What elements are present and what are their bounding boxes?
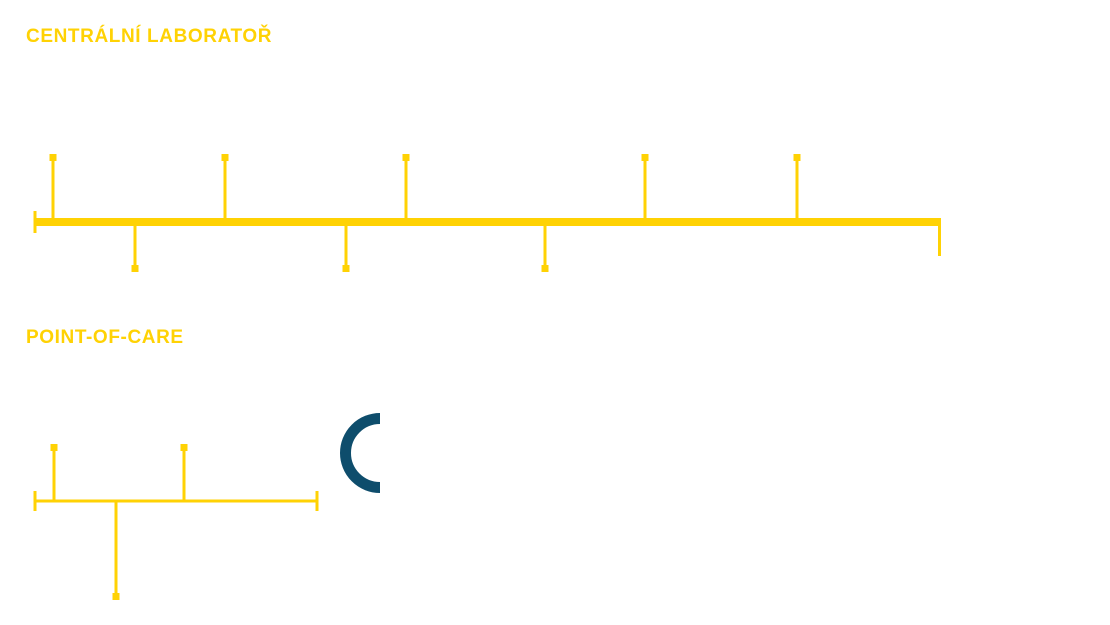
- timeline-right-end-descender: [938, 218, 941, 256]
- up-tick-marker: [49, 154, 57, 161]
- up-tick-marker: [402, 154, 410, 161]
- timeline-axis: [35, 499, 317, 503]
- down-tick-stem: [133, 222, 137, 265]
- up-tick-stem: [182, 451, 186, 501]
- timeline-axis: [35, 218, 941, 226]
- up-tick-stem: [51, 161, 55, 222]
- down-tick-marker: [342, 265, 350, 272]
- down-tick-marker: [541, 265, 549, 272]
- up-tick-marker: [793, 154, 801, 161]
- up-tick-stem: [52, 451, 56, 501]
- up-tick-marker: [50, 444, 58, 451]
- down-tick-marker: [131, 265, 139, 272]
- heading-point-of-care: POINT-OF-CARE: [26, 327, 184, 348]
- central-laboratory-timeline: [33, 154, 941, 272]
- heading-central-laboratory: CENTRÁLNÍ LABORATOŘ: [26, 26, 273, 47]
- up-tick-marker: [641, 154, 649, 161]
- down-tick-stem: [114, 501, 118, 593]
- up-tick-marker: [180, 444, 188, 451]
- up-tick-stem: [223, 161, 227, 222]
- timeline-left-end-cap: [33, 211, 37, 233]
- down-tick-stem: [543, 222, 547, 265]
- up-tick-marker: [221, 154, 229, 161]
- timeline-right-end-cap: [315, 491, 319, 511]
- up-tick-stem: [404, 161, 408, 222]
- up-tick-stem: [795, 161, 799, 222]
- timeline-left-end-cap: [33, 491, 37, 511]
- down-tick-stem: [344, 222, 348, 265]
- point-of-care-timeline: [33, 444, 319, 600]
- down-tick-marker: [112, 593, 120, 600]
- half-circle-arc-icon: [340, 413, 381, 493]
- up-tick-stem: [643, 161, 647, 222]
